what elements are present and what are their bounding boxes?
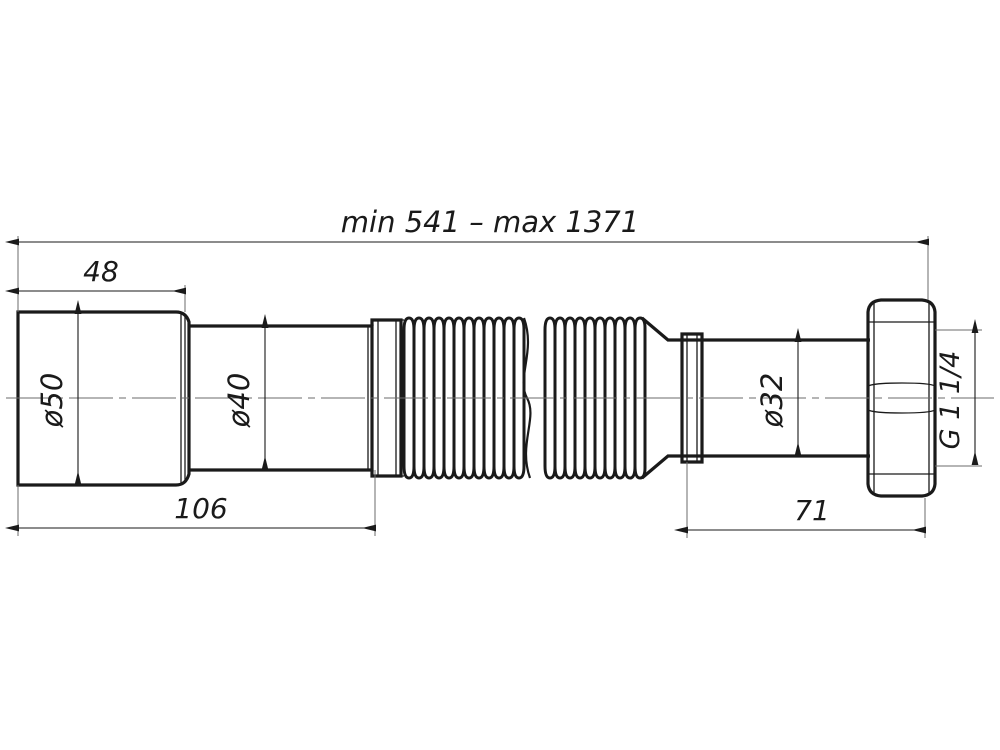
dim-label-right-section-length: 71 — [794, 494, 830, 527]
bellows-right — [543, 316, 647, 480]
dimension-lines — [5, 238, 979, 534]
dim-label-body-diameter: ø40 — [222, 373, 256, 429]
dim-label-overall: min 541 – max 1371 — [341, 205, 639, 239]
extension-lines — [17, 236, 982, 538]
dim-label-inlet-cup-length: 48 — [83, 255, 119, 288]
hex-nut-profile — [866, 298, 937, 498]
right-taper-profile — [640, 316, 700, 480]
dim-label-outlet-diameter: ø32 — [755, 373, 789, 429]
bellows-left — [401, 316, 526, 480]
dim-label-thread-size: G 1 1/4 — [935, 351, 966, 450]
outlet-tube-profile — [700, 338, 870, 458]
inlet-cup-profile — [16, 310, 191, 487]
part-outline — [16, 298, 937, 498]
dim-label-inlet-diameter: ø50 — [35, 373, 69, 429]
dimension-labels: min 541 – max 1371 48 106 71 ø50 ø40 ø32… — [35, 205, 966, 527]
dim-label-left-section-length: 106 — [174, 492, 227, 525]
outlet-collar-ring — [680, 332, 704, 464]
